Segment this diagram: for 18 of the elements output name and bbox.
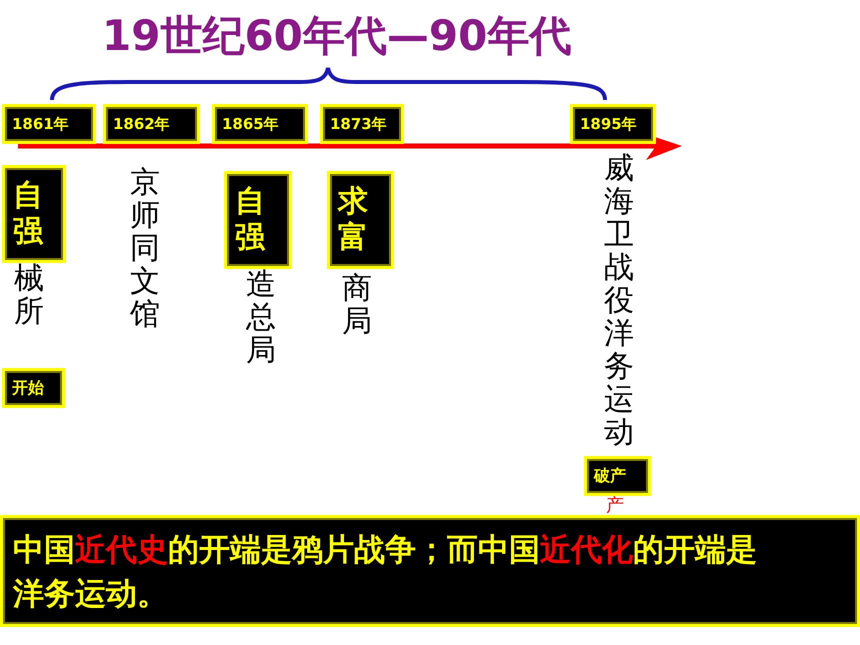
vertical-caption: 商局 [342,272,373,338]
year-label: 1862年 [103,104,200,144]
theme-tag: 自强 [224,171,292,269]
title: 19世纪60年代—90年代 [102,10,572,62]
vertical-caption: 京师同文馆 [130,166,161,331]
summary-panel: 中国近代史的开端是鸦片战争；而中国近代化的开端是洋务运动。 [0,515,860,627]
theme-tag: 自强 [2,165,66,263]
year-label: 1865年 [212,104,308,144]
year-label: 1873年 [320,104,404,144]
stage-tag: 开始 [2,368,65,408]
stage-tag: 破产 [584,456,651,496]
vertical-caption: 威海卫战役洋务运动 [604,152,635,449]
vertical-caption: 产 [606,496,625,515]
vertical-caption: 械所 [14,262,45,328]
year-label: 1895年 [570,104,656,144]
year-label: 1861年 [2,104,96,144]
theme-tag: 求富 [327,171,394,269]
vertical-caption: 造总局 [246,268,277,367]
